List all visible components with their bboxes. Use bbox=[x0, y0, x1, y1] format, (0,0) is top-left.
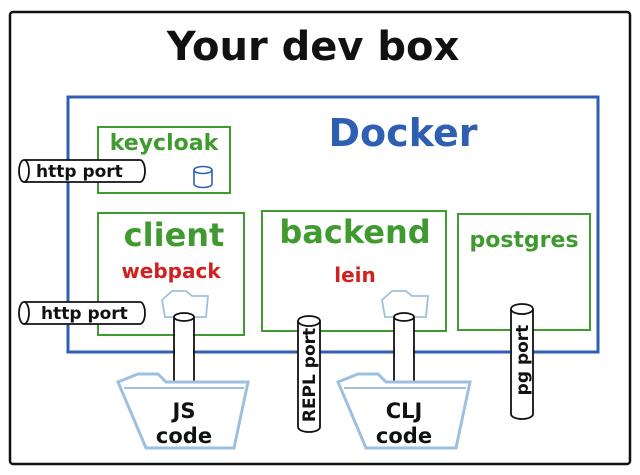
pg-port-pipe: pg port bbox=[510, 303, 534, 420]
js-code-line1: JS bbox=[171, 399, 196, 423]
backend-label: backend bbox=[279, 213, 430, 251]
repl-port-label: REPL port bbox=[300, 328, 320, 422]
keycloak-http-port-pipe: http port bbox=[18, 159, 146, 183]
keycloak-label: keycloak bbox=[110, 131, 220, 156]
dev-box-frame bbox=[8, 10, 632, 466]
pg-port-label: pg port bbox=[513, 325, 533, 396]
client-box bbox=[97, 212, 245, 336]
client-http-port-pipe: http port bbox=[18, 301, 146, 325]
docker-container bbox=[66, 95, 600, 354]
repl-port-pipe: REPL port bbox=[297, 315, 321, 433]
clj-code-folder: CLJ code bbox=[336, 290, 472, 450]
client-http-port-label: http port bbox=[41, 304, 128, 324]
js-code-folder: JS code bbox=[116, 290, 250, 450]
docker-label: Docker bbox=[329, 111, 478, 155]
clj-code-line1: CLJ bbox=[386, 399, 423, 423]
backend-tool-label: lein bbox=[334, 263, 376, 287]
dev-box-title: Your dev box bbox=[166, 24, 460, 70]
client-tool-label: webpack bbox=[121, 259, 221, 283]
client-label: client bbox=[124, 216, 225, 254]
backend-box bbox=[261, 210, 447, 332]
postgres-label: postgres bbox=[469, 228, 578, 253]
clj-code-line2: code bbox=[376, 424, 432, 448]
keycloak-http-port-label: http port bbox=[36, 162, 123, 182]
database-icon bbox=[193, 165, 213, 189]
js-code-line2: code bbox=[156, 424, 212, 448]
